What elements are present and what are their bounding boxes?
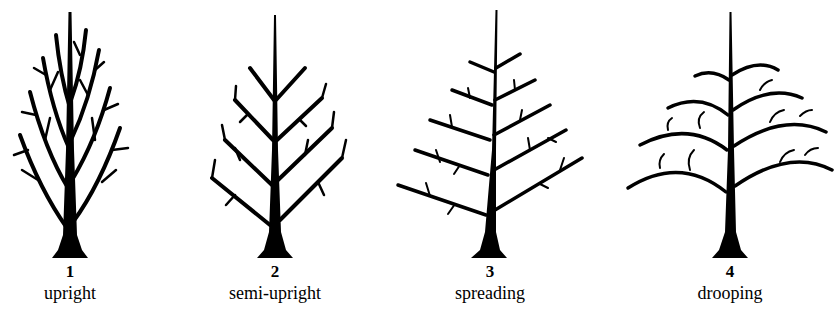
tree-form-label: drooping	[698, 284, 763, 304]
tree-form-label: upright	[44, 284, 96, 304]
tree-number: 2	[271, 263, 280, 282]
tree-form-label: spreading	[455, 284, 525, 304]
tree-number: 1	[66, 263, 75, 282]
tree-number: 3	[486, 263, 495, 282]
tree-form-label: semi-upright	[229, 284, 321, 304]
tree-number: 4	[726, 263, 735, 282]
